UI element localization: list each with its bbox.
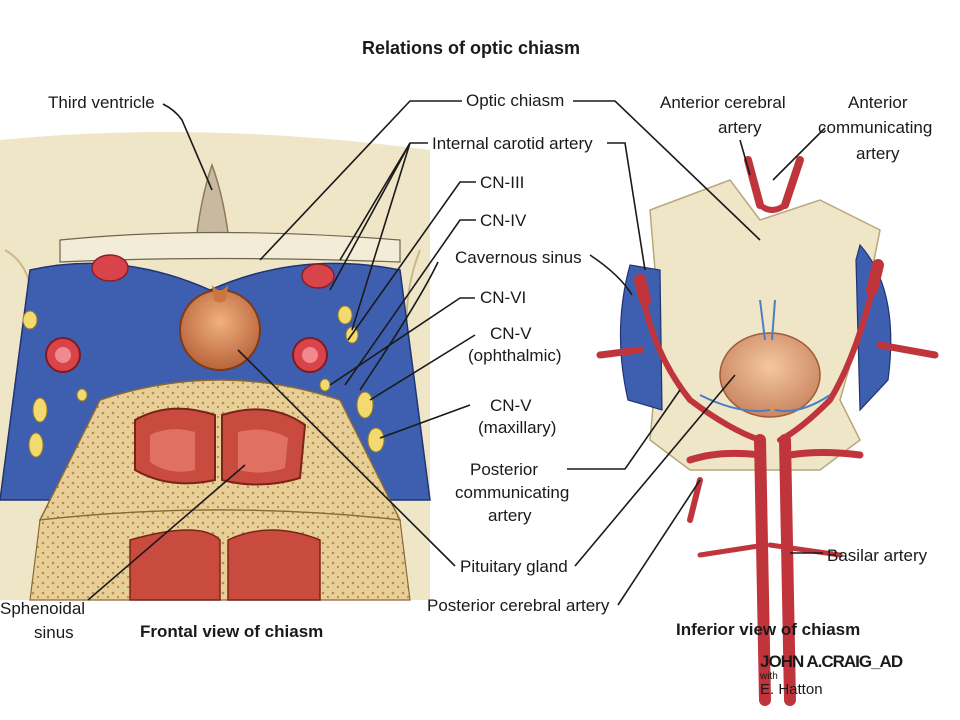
label-cn-vi: CN-VI <box>480 288 527 307</box>
label-cavernous-sinus: Cavernous sinus <box>455 248 582 267</box>
label-pituitary-gland: Pituitary gland <box>460 557 568 576</box>
label-cn-v-ophthalmic-1: CN-V <box>490 324 532 343</box>
label-anterior-communicating-2: communicating <box>818 118 933 137</box>
label-internal-carotid-artery: Internal carotid artery <box>432 134 593 153</box>
optic-chiasm-band <box>59 231 401 263</box>
label-cn-v-ophthalmic-2: (ophthalmic) <box>468 346 562 365</box>
signature-with: with <box>760 671 778 682</box>
label-anterior-cerebral-1: Anterior cerebral <box>660 93 786 112</box>
label-cn-iv: CN-IV <box>480 211 527 230</box>
inferior-view-drawing <box>596 156 939 706</box>
label-anterior-communicating-1: Anterior <box>848 93 908 112</box>
label-cn-iii: CN-III <box>480 173 525 192</box>
label-posterior-communicating-3: artery <box>488 506 532 525</box>
label-cn-v-maxillary-2: (maxillary) <box>478 418 557 437</box>
label-anterior-cerebral-2: artery <box>718 118 762 137</box>
label-anterior-communicating-3: artery <box>856 144 900 163</box>
label-sphenoidal-sinus-1: Sphenoidal <box>0 599 86 618</box>
pituitary-inferior <box>719 332 821 418</box>
label-posterior-communicating-2: communicating <box>455 483 570 502</box>
label-posterior-communicating-1: Posterior <box>470 460 539 479</box>
label-third-ventricle: Third ventricle <box>48 93 155 112</box>
signature-coauthor: E. Hatton <box>760 681 823 698</box>
label-optic-chiasm: Optic chiasm <box>466 91 565 110</box>
label-cn-v-maxillary-1: CN-V <box>490 396 532 415</box>
artist-signature: JOHN A.CRAIG_AD with E. Hatton <box>760 652 903 698</box>
label-posterior-cerebral-artery: Posterior cerebral artery <box>427 596 610 615</box>
leader-lines <box>87 100 826 606</box>
label-sphenoidal-sinus-2: sinus <box>34 623 74 642</box>
figure-title: Relations of optic chiasm <box>362 38 581 58</box>
label-basilar-artery: Basilar artery <box>827 546 928 565</box>
caption-inferior-view: Inferior view of chiasm <box>676 620 861 639</box>
signature-name: JOHN A.CRAIG_AD <box>760 652 903 671</box>
caption-frontal-view: Frontal view of chiasm <box>140 622 324 641</box>
brain-underside <box>649 179 881 471</box>
frontal-view-drawing <box>0 132 431 601</box>
